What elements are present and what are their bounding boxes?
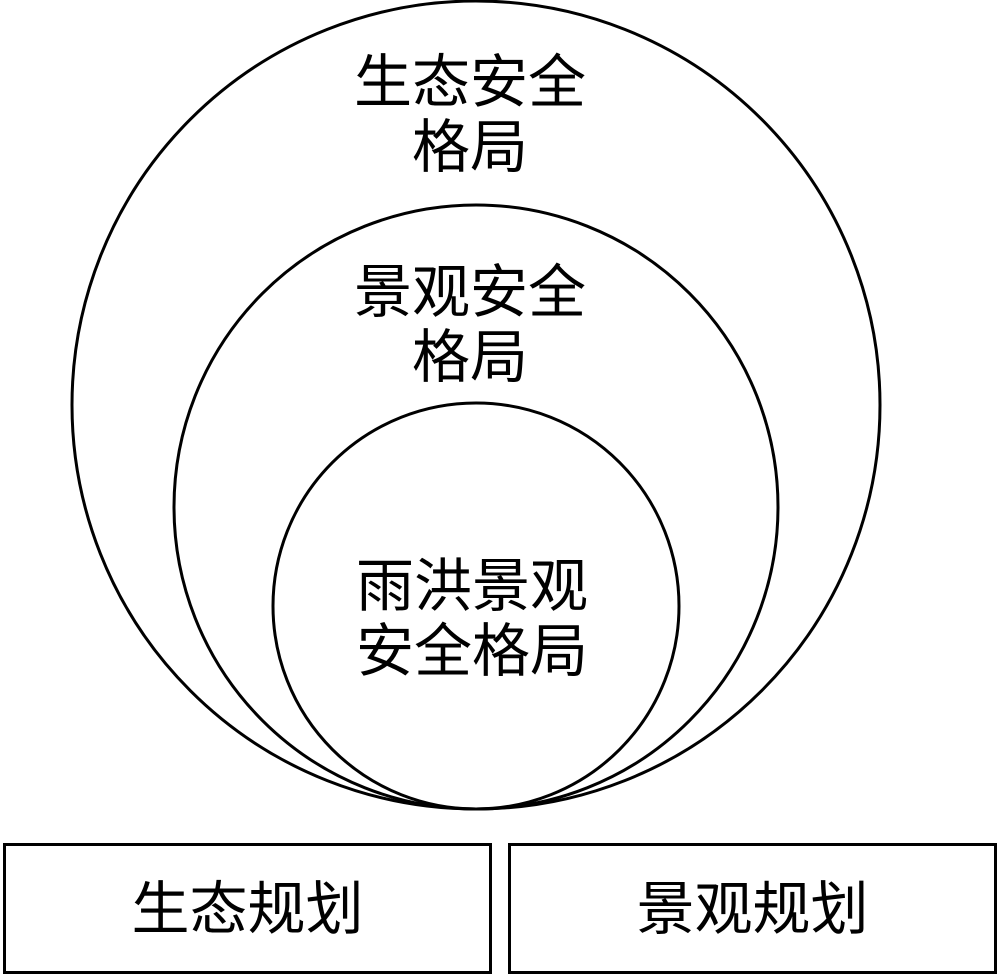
outer-circle-label-line2: 格局 <box>412 113 528 181</box>
outer-circle-label-line1: 生态安全 <box>354 48 586 116</box>
middle-circle-label-line2: 格局 <box>412 323 528 391</box>
inner-circle <box>271 401 681 811</box>
middle-circle-label-line1: 景观安全 <box>354 258 586 326</box>
landscape-planning-box: 景观规划 <box>508 843 997 974</box>
inner-circle-label-line1: 雨洪景观 <box>356 552 588 620</box>
landscape-planning-label: 景观规划 <box>636 874 869 943</box>
ecological-planning-box: 生态规划 <box>3 843 492 974</box>
inner-circle-label-line2: 安全格局 <box>356 617 588 685</box>
ecological-planning-label: 生态规划 <box>131 874 364 943</box>
